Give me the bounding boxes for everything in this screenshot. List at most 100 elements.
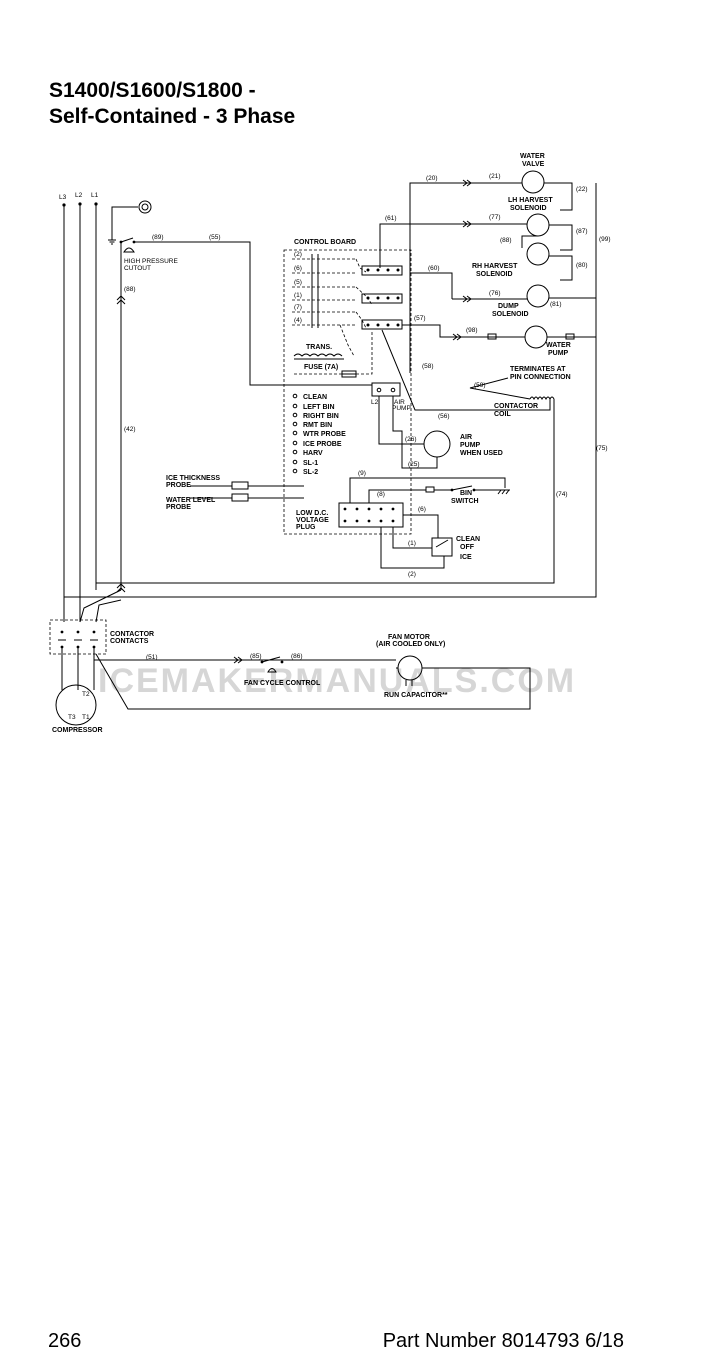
wire-58-56 [381, 329, 551, 411]
fan-cycle-control-label: FAN CYCLE CONTROL [244, 680, 321, 687]
wire-label-2: (2) [408, 571, 416, 578]
wire-22 [544, 182, 573, 211]
wire-57-98 [402, 324, 525, 338]
relay-l2-label: L2 [371, 399, 379, 406]
lh-harvest-solenoid-icon [526, 213, 550, 237]
board-input-list: CLEAN LEFT BIN RIGHT BIN RMT BIN WTR PRO… [292, 393, 346, 476]
selector-switch-lever [435, 539, 449, 548]
wire-label-88b: (88) [124, 286, 136, 293]
wire-80 [549, 255, 573, 281]
page-title: S1400/S1600/S1800 - Self-Contained - 3 P… [49, 78, 295, 130]
run-capacitor-label: RUN CAPACITOR** [384, 692, 448, 699]
title-line-2: Self-Contained - 3 Phase [49, 105, 296, 128]
wire-label-6: (6) [418, 506, 426, 513]
wire-label-76: (76) [489, 290, 501, 297]
water-valve-icon [521, 170, 545, 194]
wire-label-26: (26) [405, 436, 417, 443]
svg-text:WTR PROBE: WTR PROBE [303, 431, 346, 438]
inline-connector-8 [425, 486, 435, 493]
coil-pointer [469, 377, 531, 400]
wire-label-9: (9) [358, 470, 366, 477]
connector-icon-98 [452, 333, 462, 341]
wire-label-81: (81) [550, 301, 562, 308]
wire-88a [521, 235, 538, 248]
wire-label-86: (86) [291, 653, 303, 660]
ice-thickness-probe-icon [231, 481, 249, 490]
svg-text:(5): (5) [294, 279, 302, 286]
transformer-coil-icon [293, 353, 343, 357]
wire-label-51: (51) [146, 654, 158, 661]
svg-text:CLEAN: CLEAN [303, 394, 327, 401]
control-board-box [283, 249, 412, 535]
wire-label-57: (57) [414, 315, 426, 322]
compressor-icon [55, 684, 97, 726]
wire-label-99: (99) [599, 236, 611, 243]
svg-text:ICE PROBE: ICE PROBE [303, 441, 342, 448]
dump-solenoid-icon [526, 284, 550, 308]
phase-label-l1: L1 [91, 192, 99, 199]
contactor-coil-icon [529, 396, 555, 401]
wire-label-98: (98) [466, 327, 478, 334]
water-pump-icon [524, 325, 548, 349]
wire-label-89: (89) [152, 234, 164, 241]
wire-label-60: (60) [428, 265, 440, 272]
wire-8 [368, 489, 426, 503]
ground-icon [108, 200, 152, 245]
wire-label-77: (77) [489, 214, 501, 221]
title-line-1: S1400/S1600/S1800 - [49, 79, 256, 102]
low-dc-plug-box [338, 502, 404, 528]
wire-20-21 [409, 182, 522, 373]
wire-55 [134, 241, 372, 386]
wire-label-56: (56) [438, 413, 450, 420]
svg-text:(7): (7) [294, 304, 302, 311]
svg-text:(1): (1) [294, 292, 302, 299]
wire-label-58: (58) [422, 363, 434, 370]
wire-99-75 [64, 183, 597, 598]
fan-cycle-control-switch [260, 656, 284, 673]
wire-label-85: (85) [250, 653, 262, 660]
selector-switch-icon [431, 537, 453, 557]
wire-2 [380, 527, 445, 569]
high-pressure-cutout-switch [119, 237, 136, 253]
fuse-lead-right [356, 330, 373, 375]
water-level-probe-icon [231, 493, 249, 502]
wire-61-77 [379, 223, 527, 268]
wire-label-80: (80) [576, 262, 588, 269]
wire-label-8: (8) [377, 491, 385, 498]
connector-icon-76 [462, 295, 472, 303]
compressor-terminal-t2: T2 [82, 691, 90, 698]
svg-text:SL-1: SL-1 [303, 460, 318, 467]
wire-9 [349, 477, 506, 503]
connector-icon-85 [233, 656, 243, 664]
wire-label-25: (25) [408, 461, 420, 468]
svg-text:(6): (6) [294, 265, 302, 272]
wire-label-88a: (88) [500, 237, 512, 244]
wire-label-61: (61) [385, 215, 397, 222]
contactor-contacts-icon [58, 589, 122, 649]
wire-60 [410, 272, 453, 299]
wire-label-42: (42) [124, 426, 136, 433]
wire-87 [549, 224, 573, 251]
fuse-label: FUSE (7A) [304, 364, 338, 371]
phase-label-l2: L2 [75, 192, 83, 199]
connector-icon-20 [462, 179, 472, 187]
fan-return-wire [95, 653, 531, 710]
connector-icon-88 [116, 295, 126, 305]
svg-text:LEFT BIN: LEFT BIN [303, 404, 335, 411]
inline-connector-98 [487, 333, 497, 340]
connector-icon-42 [116, 583, 126, 593]
svg-text:HARV: HARV [303, 450, 323, 457]
wire-74 [96, 399, 555, 584]
